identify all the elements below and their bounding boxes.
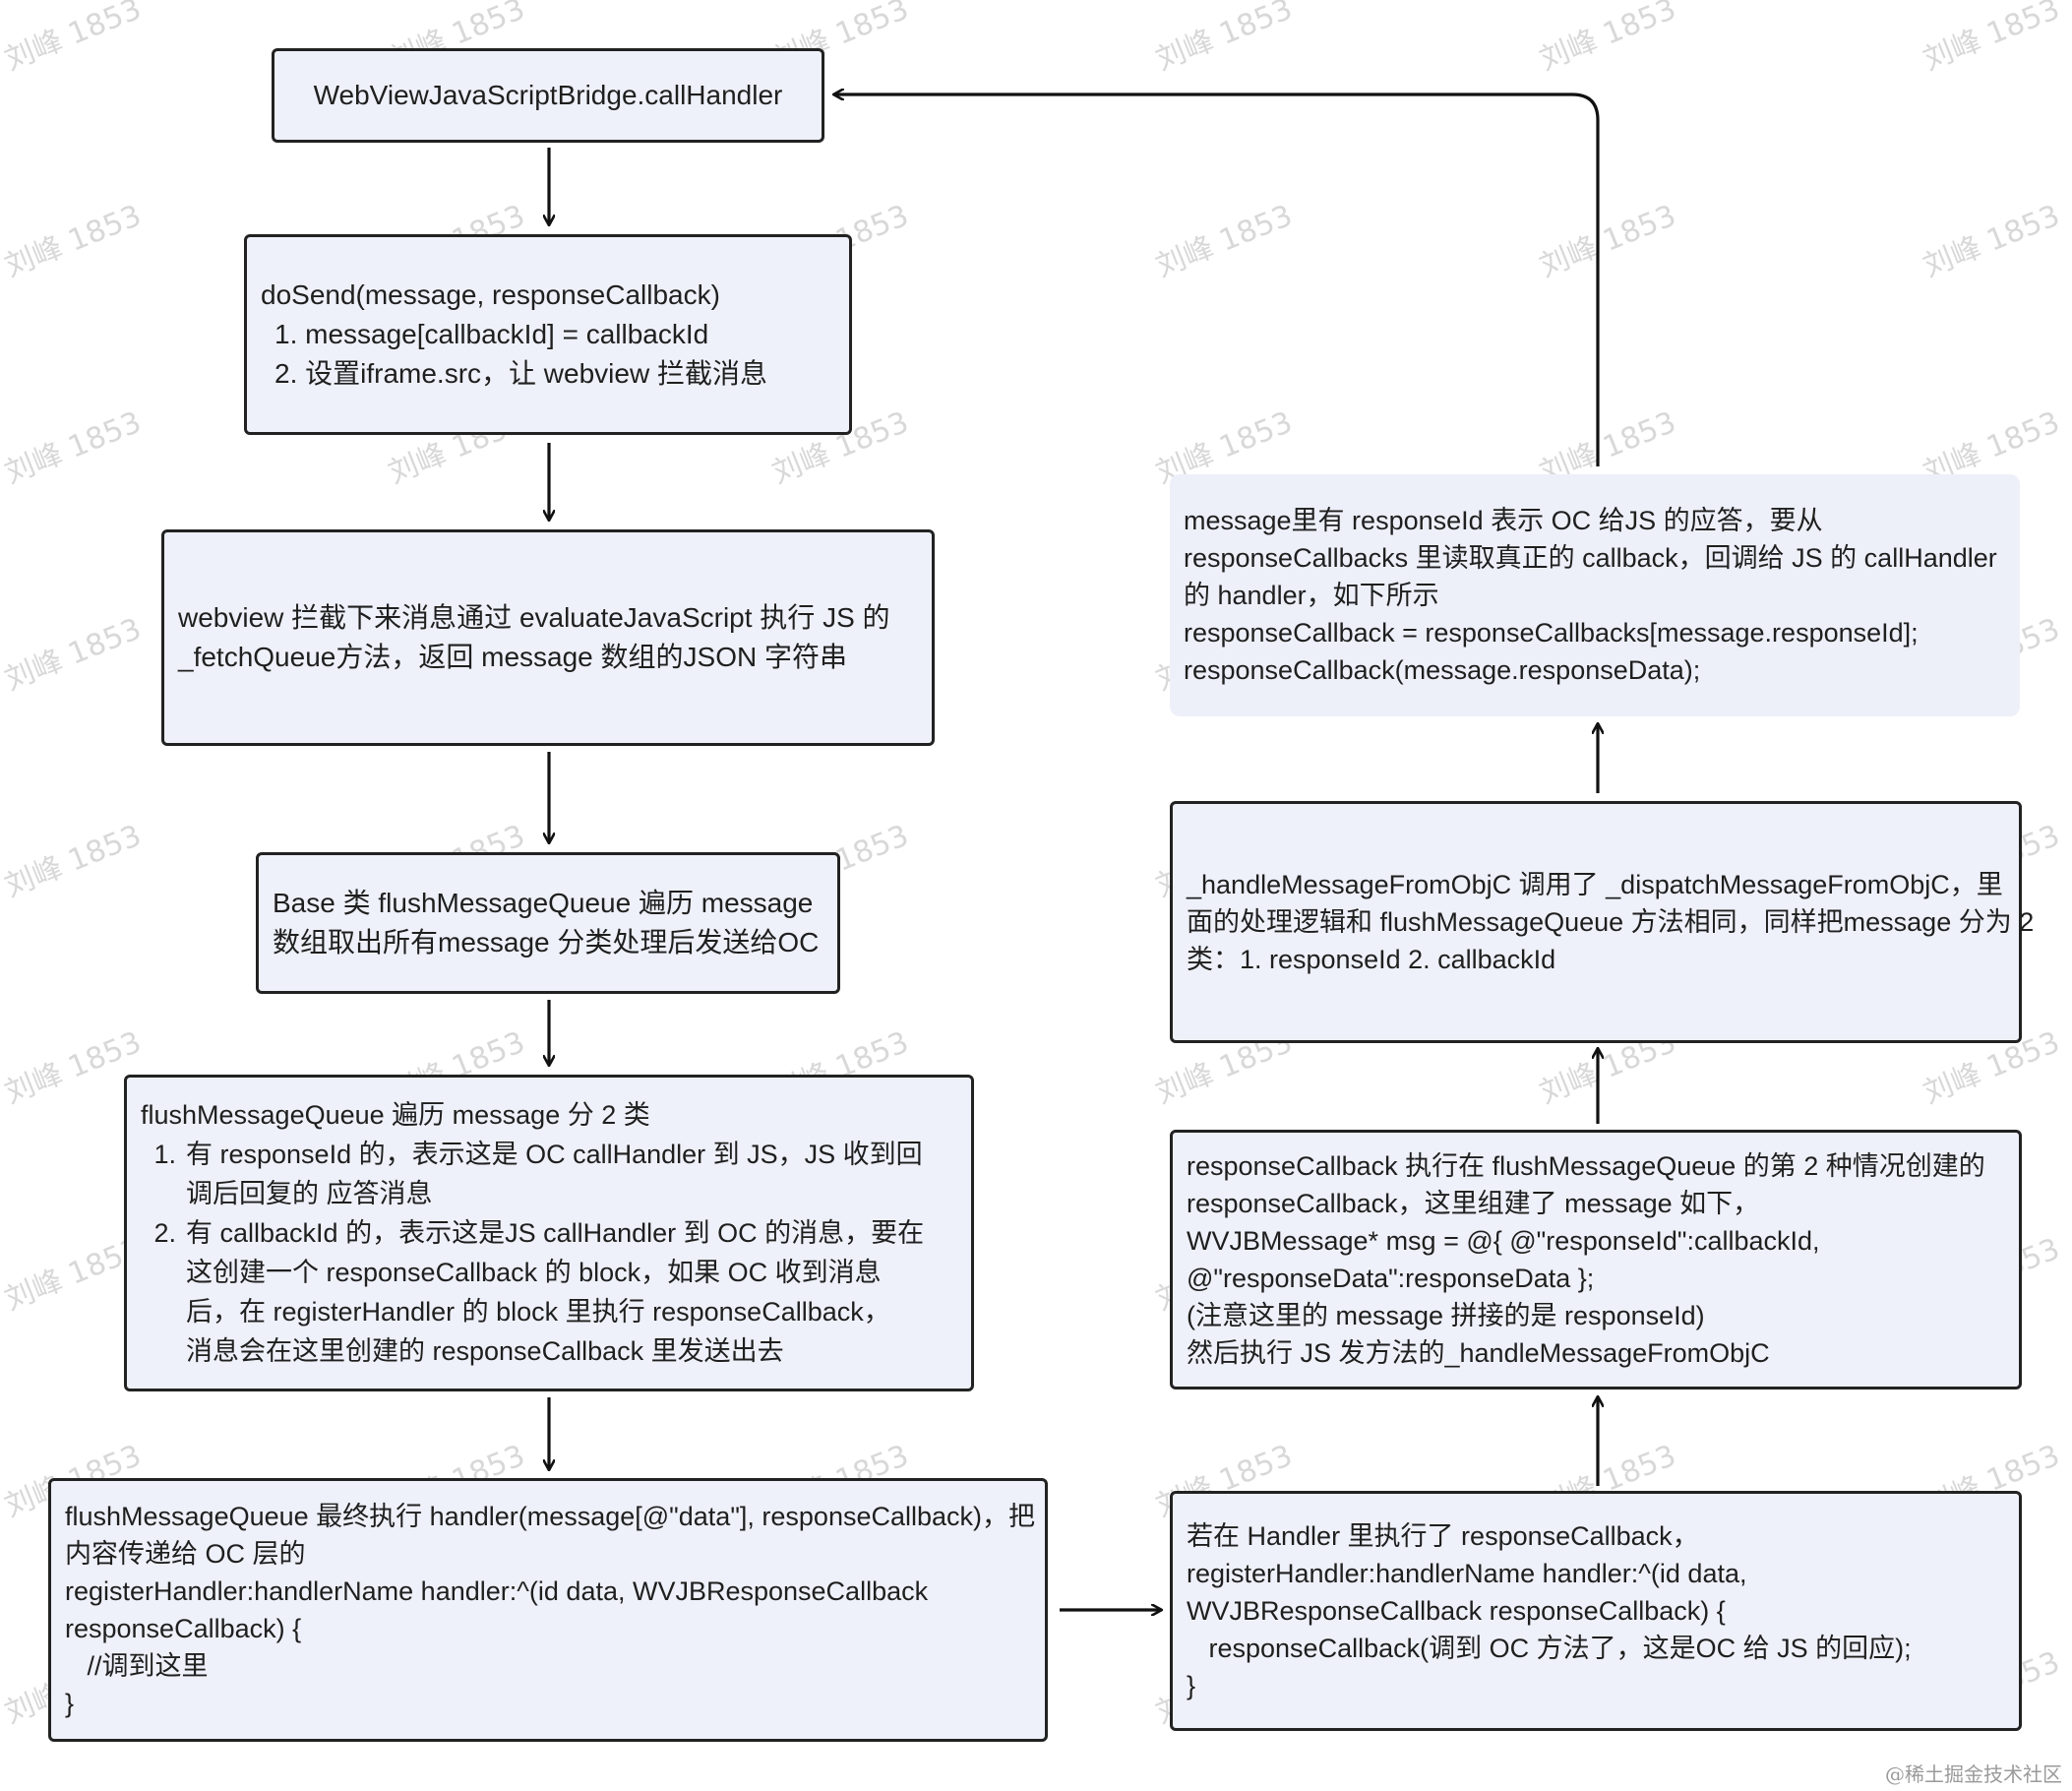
list-number: 2.: [153, 1218, 176, 1248]
handle-objc-line-3: 类：1. responseId 2. callbackId: [1187, 945, 1556, 974]
flush-types-item-2-line-2: 这创建一个 responseCallback 的 block，如果 OC 收到消…: [186, 1258, 882, 1287]
flush-types-item-1-line-1: 有 responseId 的，表示这是 OC callHandler 到 JS，…: [186, 1140, 923, 1169]
final-handler-box: flushMessageQueue 最终执行 handler(message[@…: [48, 1478, 1048, 1742]
intercept-line-1: webview 拦截下来消息通过 evaluateJavaScript 执行 J…: [178, 602, 890, 633]
final-handler-line-2: 内容传递给 OC 层的: [65, 1539, 306, 1569]
flush-types-item-1: 1. 有 responseId 的，表示这是 OC callHandler 到 …: [141, 1135, 957, 1213]
intercept-line-2: _fetchQueue方法，返回 message 数组的JSON 字符串: [178, 642, 847, 672]
if-handler-line-1: 若在 Handler 里执行了 responseCallback，: [1187, 1521, 1699, 1551]
if-handler-line-5: }: [1187, 1671, 1196, 1700]
response-exec-line-1: responseCallback 执行在 flushMessageQueue 的…: [1187, 1151, 1985, 1181]
base-flush-line-1: Base 类 flushMessageQueue 遍历 message: [273, 888, 814, 918]
arrow-msgresp-to-callhandler: [834, 94, 1600, 466]
response-exec-line-6: 然后执行 JS 发方法的_handleMessageFromObjC: [1187, 1338, 1770, 1368]
final-handler-line-1: flushMessageQueue 最终执行 handler(message[@…: [65, 1502, 1036, 1531]
final-handler-line-4: responseCallback) {: [65, 1614, 302, 1643]
footer-credit: @稀土掘金技术社区: [1885, 1762, 2062, 1786]
call-handler-label: WebViewJavaScriptBridge.callHandler: [313, 80, 783, 110]
handle-objc-box: _handleMessageFromObjC 调用了 _dispatchMess…: [1170, 801, 2035, 1043]
if-handler-line-3: WVJBResponseCallback responseCallback) {: [1187, 1596, 1726, 1626]
if-handler-box: 若在 Handler 里执行了 responseCallback， regist…: [1170, 1491, 2022, 1731]
call-handler-box: WebViewJavaScriptBridge.callHandler: [272, 48, 824, 143]
intercept-box: webview 拦截下来消息通过 evaluateJavaScript 执行 J…: [161, 529, 935, 746]
if-handler-line-4: responseCallback(调到 OC 方法了，这是OC 给 JS 的回应…: [1187, 1634, 1912, 1663]
message-response-line-3: 的 handler，如下所示: [1184, 581, 1439, 610]
flush-types-box: flushMessageQueue 遍历 message 分 2 类 1. 有 …: [124, 1075, 974, 1391]
message-response-line-1: message里有 responseId 表示 OC 给JS 的应答，要从: [1184, 506, 1823, 535]
flush-types-item-2-line-1: 有 callbackId 的，表示这是JS callHandler 到 OC 的…: [186, 1218, 925, 1248]
message-response-box: message里有 responseId 表示 OC 给JS 的应答，要从 re…: [1170, 474, 2020, 716]
response-exec-line-5: (注意这里的 message 拼接的是 responseId): [1187, 1301, 1705, 1330]
flush-types-item-1-line-2: 调后回复的 应答消息: [186, 1179, 433, 1208]
message-response-line-2: responseCallbacks 里读取真正的 callback，回调给 JS…: [1184, 543, 1997, 573]
list-number: 1.: [153, 1140, 176, 1169]
handle-objc-line-1: _handleMessageFromObjC 调用了 _dispatchMess…: [1187, 870, 2003, 899]
flush-types-item-2-line-3: 后，在 registerHandler 的 block 里执行 response…: [186, 1297, 890, 1327]
handle-objc-line-2: 面的处理逻辑和 flushMessageQueue 方法相同，同样把messag…: [1187, 907, 2035, 937]
do-send-item-1: 1. message[callbackId] = callbackId: [274, 319, 709, 349]
do-send-box: doSend(message, responseCallback) 1. mes…: [244, 234, 852, 435]
final-handler-line-5: //调到这里: [65, 1651, 209, 1681]
do-send-title: doSend(message, responseCallback): [261, 279, 720, 310]
message-response-line-4: responseCallback = responseCallbacks[mes…: [1184, 618, 1919, 648]
response-exec-line-4: @"responseData":responseData };: [1187, 1264, 1595, 1293]
response-exec-line-2: responseCallback，这里组建了 message 如下，: [1187, 1189, 1760, 1218]
flush-types-item-2: 2. 有 callbackId 的，表示这是JS callHandler 到 O…: [141, 1213, 957, 1371]
do-send-item-2: 2. 设置iframe.src，让 webview 拦截消息: [274, 358, 767, 389]
base-flush-box: Base 类 flushMessageQueue 遍历 message 数组取出…: [256, 852, 840, 994]
response-exec-line-3: WVJBMessage* msg = @{ @"responseId":call…: [1187, 1226, 1820, 1256]
final-handler-line-3: registerHandler:handlerName handler:^(id…: [65, 1576, 929, 1606]
flush-types-item-2-line-4: 消息会在这里创建的 responseCallback 里发送出去: [186, 1336, 784, 1366]
base-flush-line-2: 数组取出所有message 分类处理后发送给OC: [273, 927, 820, 957]
message-response-line-5: responseCallback(message.responseData);: [1184, 655, 1701, 685]
response-exec-box: responseCallback 执行在 flushMessageQueue 的…: [1170, 1130, 2022, 1390]
flush-types-title: flushMessageQueue 遍历 message 分 2 类: [141, 1100, 650, 1130]
final-handler-line-6: }: [65, 1689, 75, 1718]
if-handler-line-2: registerHandler:handlerName handler:^(id…: [1187, 1559, 1747, 1588]
